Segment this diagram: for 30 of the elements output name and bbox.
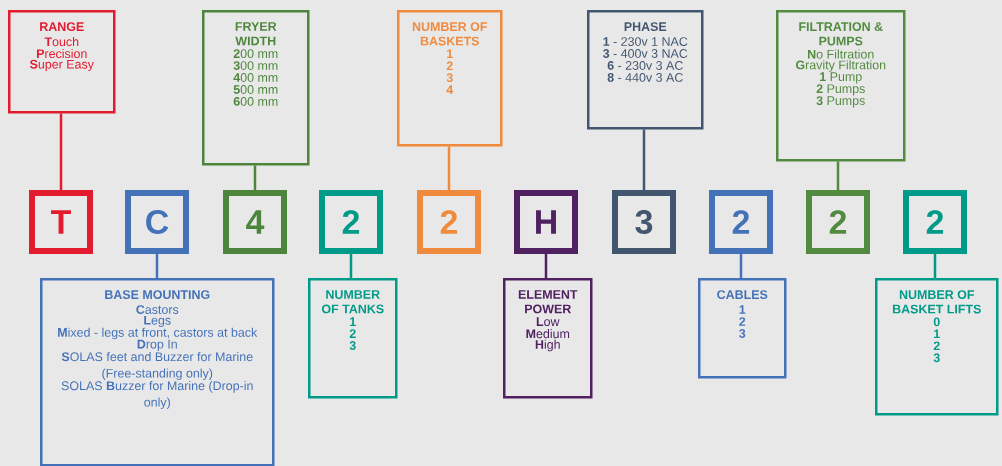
option-box: FILTRATION & PUMPS No Filtration Gravity Filtration 1 Pump 2 Pumps 3 Pumps xyxy=(776,10,906,162)
connector-line xyxy=(836,161,840,190)
code-letter-box: 3 xyxy=(612,190,676,254)
connector-line xyxy=(59,113,63,190)
option-box: ELEMENT POWER Low Medium High xyxy=(503,278,593,399)
option-box: RANGE Touch Precision Super Easy xyxy=(8,10,116,114)
code-letter-box: C xyxy=(125,190,189,254)
connector-line xyxy=(933,254,937,278)
code-letter-box: 2 xyxy=(709,190,773,254)
option-box: BASE MOUNTING Castors Legs Mixed - legs at front, castors at back Drop In SOLAS feet and Buzzer for Marine (Free-standing only) SOLAS Buzzer for Marine (Drop-in only) xyxy=(40,278,275,466)
connector-line xyxy=(739,254,743,278)
connector-line xyxy=(447,146,451,190)
code-letter-box: T xyxy=(29,190,93,254)
option-box: NUMBER OF BASKETS 1 2 3 4 xyxy=(397,10,503,147)
connector-line xyxy=(349,254,353,278)
code-letter-box: H xyxy=(514,190,578,254)
option-box: FRYER WIDTH 200 mm 300 mm 400 mm 500 mm 600 mm xyxy=(202,10,310,166)
code-letter-box: 2 xyxy=(417,190,481,254)
code-letter-box: 2 xyxy=(806,190,870,254)
connector-line xyxy=(544,254,548,278)
connector-line xyxy=(253,165,257,190)
connector-line xyxy=(155,254,159,278)
connector-line xyxy=(642,129,646,190)
option-box: NUMBER OF BASKET LIFTS 0 1 2 3 xyxy=(875,278,999,416)
code-letter-box: 4 xyxy=(223,190,287,254)
code-letter-box: 2 xyxy=(903,190,967,254)
code-letter-box: 2 xyxy=(319,190,383,254)
option-box: CABLES 1 2 3 xyxy=(698,278,787,379)
option-box: NUMBER OF TANKS 1 2 3 xyxy=(308,278,398,399)
option-box: PHASE 1 - 230v 1 NAC 3 - 400v 3 NAC 6 - 230v 3 AC 8 - 440v 3 AC xyxy=(587,10,704,130)
